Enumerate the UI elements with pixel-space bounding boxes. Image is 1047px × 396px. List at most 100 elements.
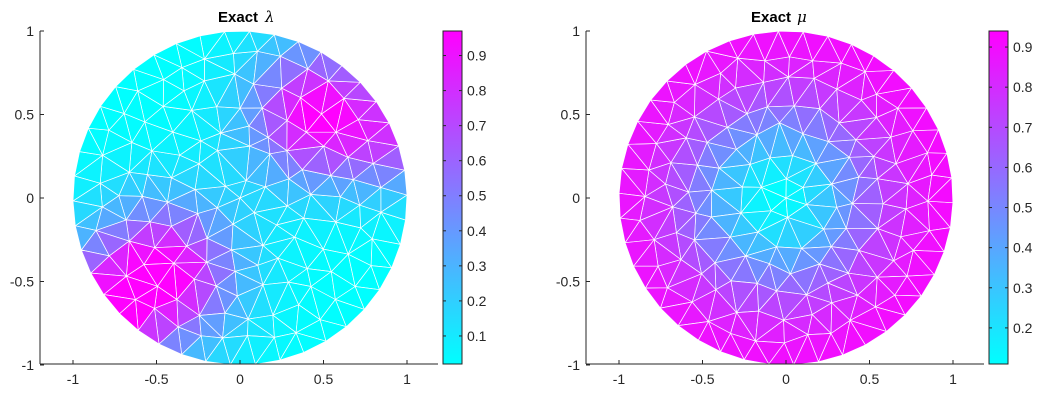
mesh-triangle xyxy=(370,265,393,291)
mesh-triangle xyxy=(793,334,819,366)
mesh-triangle xyxy=(175,35,205,60)
mesh-triangle xyxy=(87,105,110,131)
mesh-triangle xyxy=(297,41,322,70)
colorbar-tick-label: 0.3 xyxy=(1013,280,1033,296)
mesh-triangle xyxy=(906,274,935,297)
mu-plot-area: -1 -0.5 0 0.5 1 -1 -0.5 0 0.5 1 xyxy=(556,23,984,387)
mesh-triangle xyxy=(137,308,160,345)
mesh-triangle xyxy=(79,127,103,156)
mesh-triangle xyxy=(720,333,745,361)
mesh-triangle xyxy=(912,250,945,276)
x-tick-label: -0.5 xyxy=(144,371,168,387)
mesh-triangle xyxy=(627,120,657,145)
x-tick-label: -0.5 xyxy=(690,371,714,387)
mesh-triangle xyxy=(320,51,343,82)
mesh-triangle xyxy=(645,287,668,309)
mesh-triangle xyxy=(637,99,669,125)
mesh-triangle xyxy=(158,326,183,355)
mu-title: Exact xyxy=(751,9,791,26)
mesh-triangle xyxy=(802,31,829,62)
y-tick-label: 0.5 xyxy=(561,107,581,123)
mesh-triangle xyxy=(80,249,110,274)
y-tick-label: -0.5 xyxy=(10,274,34,290)
mesh-triangle xyxy=(133,54,164,80)
mesh-triangle xyxy=(273,34,299,57)
mesh-triangle xyxy=(876,70,912,95)
mesh-triangle xyxy=(335,299,365,328)
x-tick-label: -1 xyxy=(613,371,626,387)
mesh-triangle xyxy=(912,107,939,132)
colorbar-tick-label: 0.2 xyxy=(467,293,487,309)
x-tick-label: -1 xyxy=(67,371,80,387)
mesh-triangle xyxy=(818,333,843,363)
mu-colorbar: 0.20.30.40.50.60.70.80.9 xyxy=(988,30,1033,365)
mesh-triangle xyxy=(343,81,377,102)
mesh-triangle xyxy=(72,175,101,202)
y-tick-label: 0 xyxy=(26,190,34,206)
mesh-triangle xyxy=(621,143,650,171)
mesh-triangles xyxy=(618,30,954,366)
mesh-triangle xyxy=(153,43,183,68)
mesh-triangle xyxy=(753,30,779,62)
colorbar-tick-label: 0.5 xyxy=(1013,200,1033,216)
mesh-triangle xyxy=(72,200,103,227)
mesh-triangles xyxy=(72,30,408,366)
mesh-triangle xyxy=(119,299,139,331)
colorbar-tick-label: 0.1 xyxy=(467,328,487,344)
lambda-colorbar: 0.10.20.30.40.50.60.70.80.9 xyxy=(442,30,487,365)
mesh-triangle xyxy=(650,80,675,103)
mesh-triangle xyxy=(851,43,874,73)
colorbar-tick-label: 0.8 xyxy=(1013,79,1033,95)
mesh-triangle xyxy=(624,239,655,267)
mesh-triangle xyxy=(295,332,327,353)
x-tick-label: 0 xyxy=(236,371,244,387)
colorbar-tick-label: 0.8 xyxy=(467,83,487,99)
y-tick-label: -1 xyxy=(568,357,581,373)
x-tick-label: 0 xyxy=(782,371,790,387)
colorbar-tick-label: 0.3 xyxy=(467,258,487,274)
colorbar-tick-label: 0.6 xyxy=(467,153,487,169)
mesh-triangle xyxy=(205,337,231,366)
mesh-triangle xyxy=(931,152,953,179)
mesh-triangle xyxy=(100,86,125,114)
lambda-title-symbol: λ xyxy=(264,8,275,26)
mesh-triangle xyxy=(181,335,207,362)
mesh-triangle xyxy=(255,337,281,365)
y-tick-label: -1 xyxy=(22,357,35,373)
mesh-triangle xyxy=(74,225,97,251)
mesh-triangle xyxy=(743,340,770,365)
lambda-title: Exact xyxy=(218,9,258,26)
mesh-triangle xyxy=(875,306,906,332)
y-tick-label: 1 xyxy=(26,23,34,39)
mesh-triangle xyxy=(827,35,852,64)
mesh-triangle xyxy=(380,194,408,221)
colorbar-tick-label: 0.7 xyxy=(1013,119,1033,135)
colorbar-tick-label: 0.4 xyxy=(467,223,487,239)
mesh-triangle xyxy=(372,145,406,171)
mesh-triangle xyxy=(666,64,696,85)
mu-title-symbol: μ xyxy=(797,8,807,26)
mesh-triangle xyxy=(249,30,275,52)
mesh-triangle xyxy=(660,301,693,326)
mesh-triangle xyxy=(380,169,408,196)
mesh-triangle xyxy=(115,68,139,92)
x-tick-label: 1 xyxy=(949,371,957,387)
x-tick-label: 0.5 xyxy=(860,371,880,387)
mesh-triangle xyxy=(897,87,927,109)
colorbar-tick-label: 0.9 xyxy=(467,48,487,64)
x-tick-label: 0.5 xyxy=(314,371,334,387)
mesh-triangle xyxy=(927,129,948,154)
y-tick-label: 0 xyxy=(572,190,580,206)
mesh-triangle xyxy=(849,320,887,346)
mesh-triangle xyxy=(367,122,400,147)
y-tick-label: 1 xyxy=(572,23,580,39)
mesh-triangle xyxy=(619,217,641,244)
mesh-triangle xyxy=(354,286,380,310)
colorbar-tick-label: 0.7 xyxy=(467,118,487,134)
y-tick-label: -0.5 xyxy=(556,274,580,290)
colorbar-tick-label: 0.2 xyxy=(1013,320,1033,336)
